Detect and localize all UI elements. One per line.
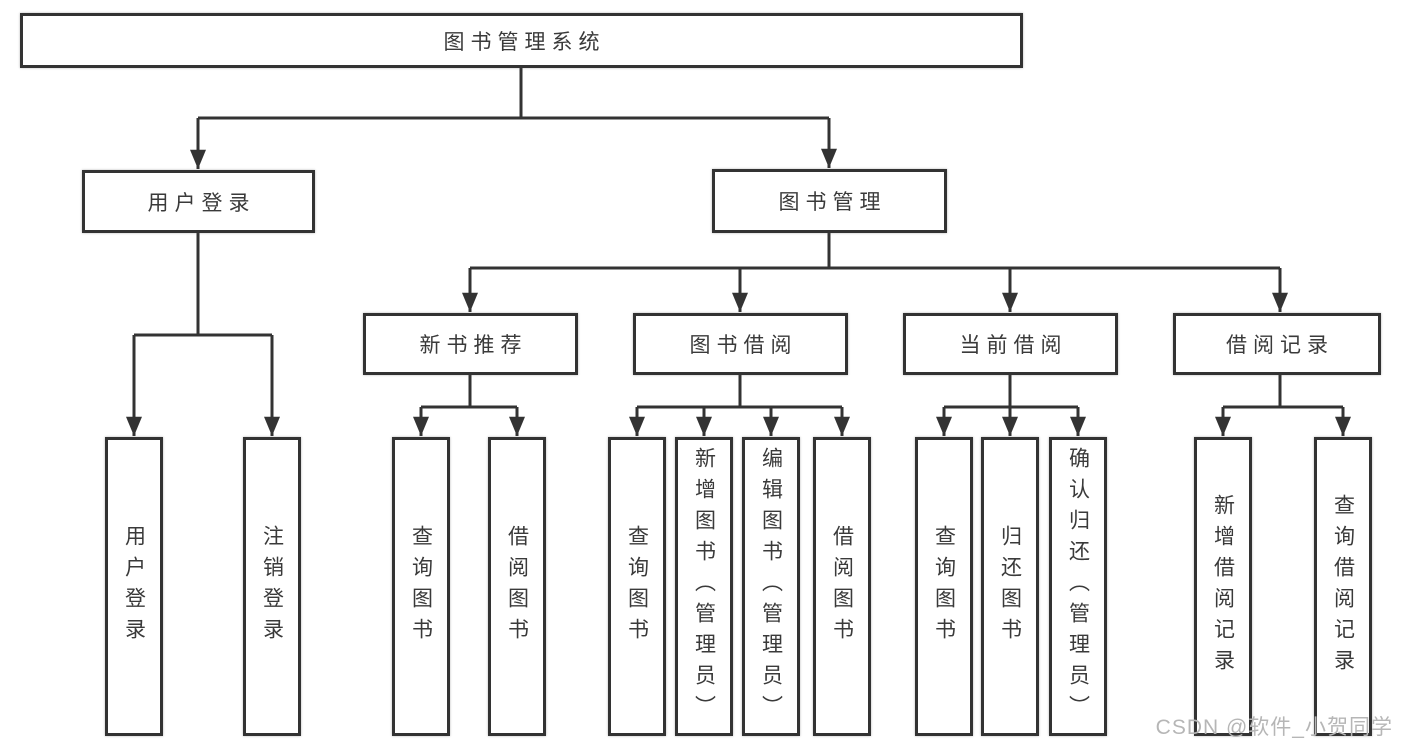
leaf-confirm-return-admin-label: 确认归还（管理员） <box>1066 447 1090 726</box>
csdn-watermark: CSDN @软件_小贺同学 <box>1155 716 1393 739</box>
node-borrow-records: 借阅记录 <box>1173 313 1381 375</box>
node-user-login: 用户登录 <box>82 170 315 233</box>
node-book-management: 图书管理 <box>712 169 947 233</box>
leaf-add-borrow-record: 新增借阅记录 <box>1194 437 1252 736</box>
node-book-borrowing: 图书借阅 <box>633 313 848 375</box>
leaf-query-books-recommend-label: 查询图书 <box>409 524 433 649</box>
node-book-borrowing-label: 图书借阅 <box>689 334 798 357</box>
leaf-query-borrow-record: 查询借阅记录 <box>1314 437 1372 736</box>
leaf-borrow-books-borrowing-label: 借阅图书 <box>830 524 854 649</box>
node-new-book-recommend: 新书推荐 <box>363 313 578 375</box>
node-current-borrowing: 当前借阅 <box>903 313 1118 375</box>
leaf-edit-book-admin-label: 编辑图书（管理员） <box>759 447 783 726</box>
leaf-edit-book-admin: 编辑图书（管理员） <box>742 437 800 736</box>
connector-userlogin-bar <box>134 233 272 337</box>
leaf-return-book-label: 归还图书 <box>998 524 1022 649</box>
node-current-borrowing-label: 当前借阅 <box>959 334 1068 357</box>
node-borrow-records-label: 借阅记录 <box>1226 334 1334 357</box>
leaf-logout-label: 注销登录 <box>260 524 284 649</box>
leaf-query-books-current-label: 查询图书 <box>932 524 956 649</box>
leaf-borrow-books-recommend-label: 借阅图书 <box>505 524 529 649</box>
node-book-management-label: 图书管理 <box>778 191 887 214</box>
connector-current-bar <box>944 375 1078 409</box>
leaf-query-books-current: 查询图书 <box>915 437 973 736</box>
leaf-add-book-admin-label: 新增图书（管理员） <box>692 447 716 726</box>
leaf-borrow-books-recommend: 借阅图书 <box>488 437 546 736</box>
connector-newbook-bar <box>421 375 517 409</box>
connector-borrow-bar <box>637 375 842 409</box>
leaf-confirm-return-admin: 确认归还（管理员） <box>1049 437 1107 736</box>
connector-root-bar <box>198 68 829 120</box>
leaf-borrow-books-borrowing: 借阅图书 <box>813 437 871 736</box>
leaf-add-borrow-record-label: 新增借阅记录 <box>1211 493 1235 680</box>
leaf-user-login-label: 用户登录 <box>122 524 146 649</box>
connector-bookmgmt-bar <box>470 233 1280 270</box>
node-new-book-recommend-label: 新书推荐 <box>419 334 528 357</box>
leaf-query-borrow-record-label: 查询借阅记录 <box>1331 493 1355 680</box>
leaf-query-books-borrowing-label: 查询图书 <box>625 524 649 649</box>
node-root-label: 图书管理系统 <box>443 30 606 54</box>
leaf-query-books-recommend: 查询图书 <box>392 437 450 736</box>
leaf-logout: 注销登录 <box>243 437 301 736</box>
node-root: 图书管理系统 <box>20 13 1023 68</box>
node-user-login-label: 用户登录 <box>147 191 256 215</box>
leaf-user-login: 用户登录 <box>105 437 163 736</box>
leaf-return-book: 归还图书 <box>981 437 1039 736</box>
leaf-query-books-borrowing: 查询图书 <box>608 437 666 736</box>
leaf-add-book-admin: 新增图书（管理员） <box>675 437 733 736</box>
connector-records-bar <box>1223 375 1343 409</box>
